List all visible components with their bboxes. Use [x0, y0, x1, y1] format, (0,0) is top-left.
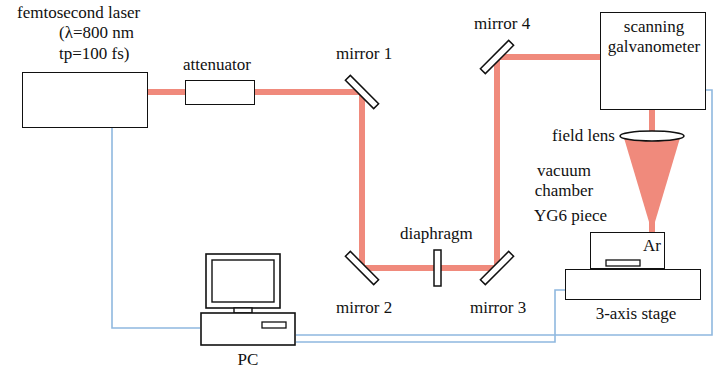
- mirror-2: [345, 251, 378, 284]
- control-wire: [296, 290, 565, 342]
- node-label: attenuator: [183, 55, 263, 75]
- node-label: scanning galvanometer: [605, 17, 703, 56]
- node-label: PC: [226, 350, 270, 370]
- vacuum-chamber: vacuum chamberAr: [590, 232, 665, 269]
- node-label: femtosecond laser: [17, 3, 167, 23]
- mirror-1: [345, 75, 378, 108]
- node-label: vacuum chamber: [531, 161, 597, 200]
- galvanometer-box: scanning galvanometer: [600, 12, 706, 110]
- attenuator-box: attenuator: [185, 80, 255, 105]
- node-label: 3-axis stage: [586, 304, 686, 324]
- node-text: Ar: [643, 236, 663, 256]
- part-label: field lens: [552, 126, 615, 146]
- pc-computer: PC: [200, 252, 296, 346]
- part-label: mirror 1: [336, 44, 392, 64]
- yg6-piece: [606, 260, 640, 266]
- control-wire: [112, 128, 200, 328]
- laser-beam: [255, 57, 600, 268]
- node-text: tp=100 fs): [59, 44, 159, 64]
- mirror-3: [480, 251, 513, 284]
- part-label: mirror 3: [470, 298, 526, 318]
- part-label: diaphragm: [400, 224, 473, 244]
- laser-box: femtosecond laser(λ=800 nmtp=100 fs): [22, 72, 148, 128]
- control-wire: [296, 90, 712, 335]
- computer-icon: [200, 252, 296, 346]
- stage-box: 3-axis stage: [565, 269, 701, 300]
- part-label: mirror 4: [474, 14, 530, 34]
- laser-beam: [148, 89, 185, 95]
- field-lens: [620, 131, 684, 141]
- node-text: (λ=800 nm: [59, 23, 159, 43]
- focused-beam: [624, 138, 680, 232]
- part-label: YG6 piece: [534, 206, 607, 226]
- mirror-4: [480, 40, 513, 73]
- part-label: mirror 2: [336, 298, 392, 318]
- diaphragm: [434, 250, 441, 286]
